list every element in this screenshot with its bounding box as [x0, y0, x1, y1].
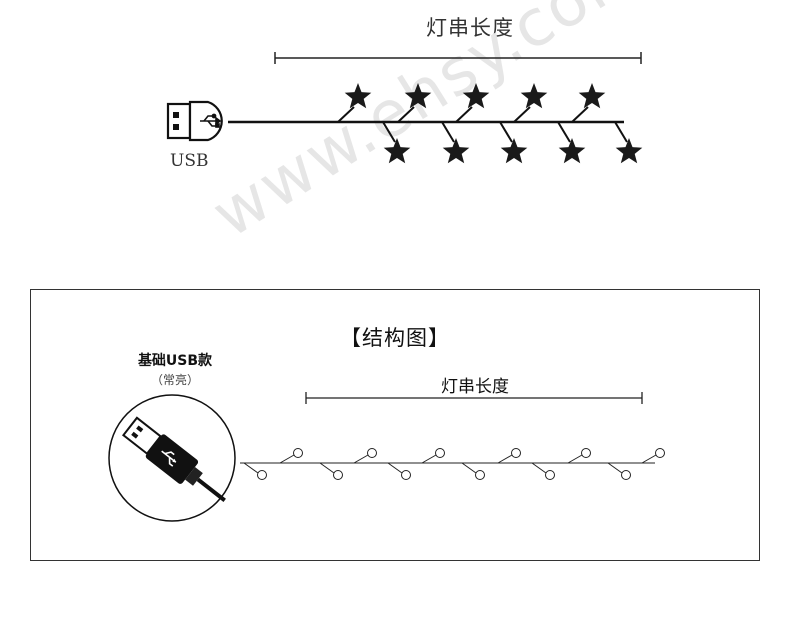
star-icon — [344, 83, 372, 109]
structure-frame — [30, 289, 760, 561]
bulb-icon — [655, 448, 665, 458]
usb-cable-icon — [108, 394, 236, 522]
bulb-lead — [607, 462, 623, 474]
star-icon — [520, 83, 548, 109]
top-length-bracket — [274, 52, 642, 64]
bulb-icon — [293, 448, 303, 458]
bulb-lead — [567, 454, 583, 464]
star-icon — [383, 138, 411, 164]
star-lead — [397, 106, 415, 123]
star-lead — [557, 121, 571, 143]
bulb-icon — [581, 448, 591, 458]
bulb-lead — [641, 454, 657, 464]
bulb-lead — [319, 462, 335, 474]
star-lead — [455, 106, 473, 123]
bulb-lead — [461, 462, 477, 474]
top-star-branches — [337, 83, 643, 164]
usb-label: USB — [170, 151, 209, 171]
star-lead — [571, 106, 589, 123]
bulb-icon — [257, 470, 267, 480]
basic-usb-sublabel: （常亮） — [150, 373, 199, 387]
usb-plug-icon — [166, 100, 223, 142]
star-icon — [558, 138, 586, 164]
star-icon — [442, 138, 470, 164]
star-lead — [513, 106, 531, 123]
bottom-length-label: 灯串长度 — [441, 377, 509, 397]
star-icon — [615, 138, 643, 164]
bulb-icon — [545, 470, 555, 480]
bulb-lead — [353, 454, 369, 464]
bulb-icon — [401, 470, 411, 480]
bulb-lead — [497, 454, 513, 464]
basic-usb-label: 基础USB款 — [137, 353, 213, 369]
bulb-lead — [531, 462, 547, 474]
bulb-icon — [511, 448, 521, 458]
star-lead — [337, 106, 355, 123]
structure-title: 【结构图】 — [340, 326, 450, 350]
star-icon — [578, 83, 606, 109]
bulb-lead — [421, 454, 437, 464]
bulb-icon — [435, 448, 445, 458]
bulb-icon — [367, 448, 377, 458]
bulb-lead — [387, 462, 403, 474]
star-icon — [404, 83, 432, 109]
bulb-lead — [279, 454, 295, 464]
bulb-icon — [333, 470, 343, 480]
bulb-icon — [621, 470, 631, 480]
bottom-bulb-branches — [243, 448, 665, 480]
star-lead — [499, 121, 513, 143]
bulb-icon — [475, 470, 485, 480]
star-lead — [614, 121, 628, 143]
bulb-lead — [243, 462, 259, 474]
star-icon — [500, 138, 528, 164]
top-length-label: 灯串长度 — [426, 16, 514, 40]
star-icon — [462, 83, 490, 109]
bottom-length-bracket — [305, 392, 643, 404]
star-lead — [382, 121, 396, 143]
star-lead — [441, 121, 455, 143]
